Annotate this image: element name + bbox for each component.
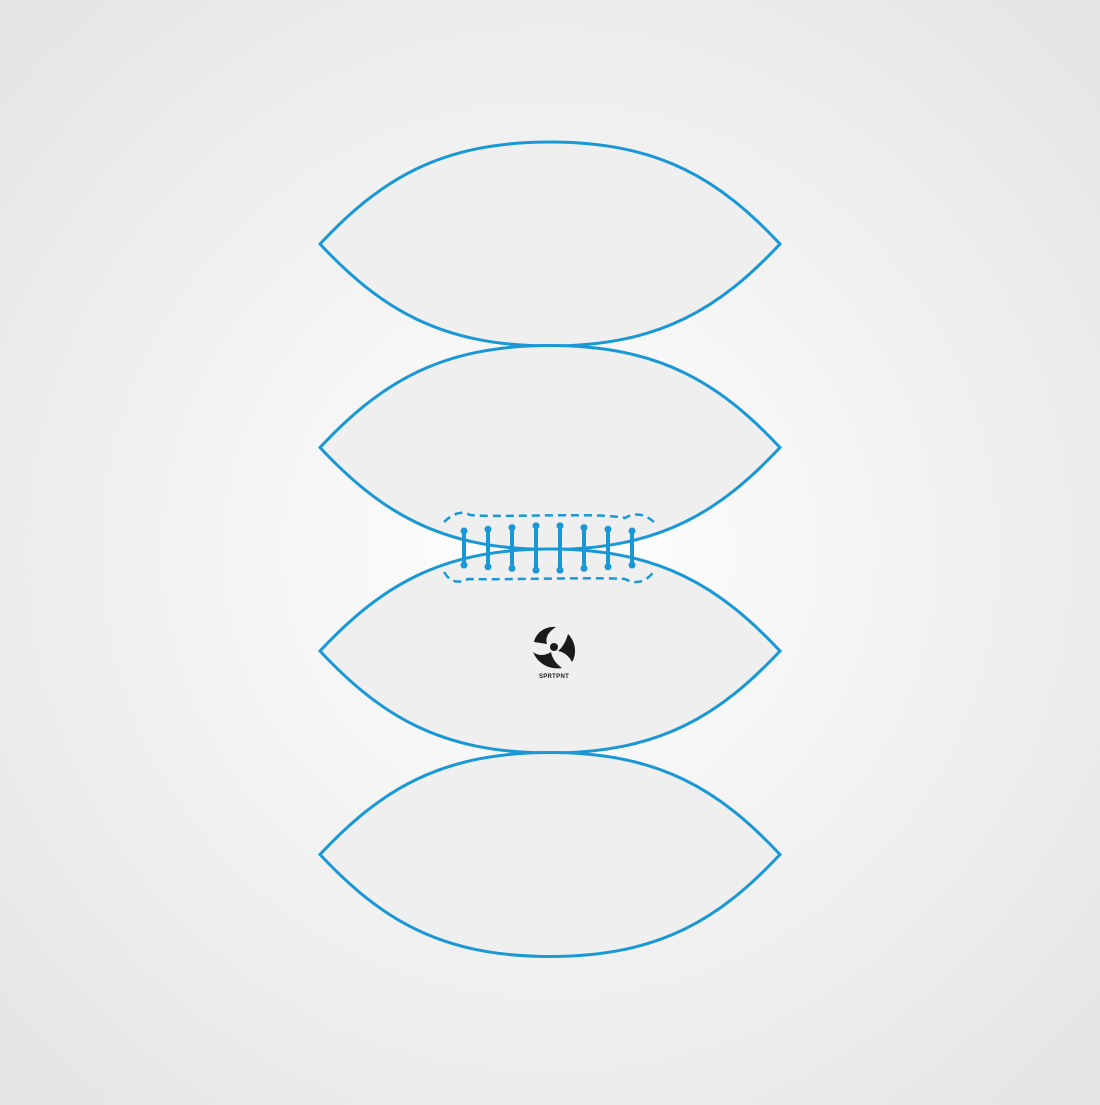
lace-end xyxy=(532,566,540,574)
lacing-group xyxy=(442,511,656,584)
lower-stitch-outline xyxy=(442,570,656,584)
lace-end xyxy=(628,527,636,535)
lace xyxy=(604,525,612,571)
lace xyxy=(556,522,564,574)
lace-end xyxy=(580,524,588,532)
lace-end xyxy=(556,566,564,574)
lace-end xyxy=(484,525,492,533)
logo-wordmark: SPRTPNT xyxy=(539,674,569,680)
sprtpnt-logo: SPRTPNT xyxy=(532,626,576,680)
football-panel xyxy=(317,343,783,552)
laces xyxy=(460,522,636,574)
lace-end xyxy=(532,522,540,530)
lace-end xyxy=(628,561,636,569)
lace-end xyxy=(604,525,612,533)
lace-end xyxy=(508,564,516,572)
lace-end xyxy=(460,561,468,569)
lace xyxy=(460,527,468,569)
lace xyxy=(532,522,540,574)
lace-end xyxy=(460,527,468,535)
panels-group xyxy=(317,140,783,959)
lace-end xyxy=(508,524,516,532)
sprtpnt-swirl-logo-icon xyxy=(532,626,576,670)
lace xyxy=(508,524,516,572)
upper-stitch-outline xyxy=(443,511,655,523)
lace xyxy=(580,524,588,572)
lace-end xyxy=(484,563,492,571)
lace xyxy=(484,525,492,571)
lace-end xyxy=(556,522,564,530)
lace-end xyxy=(604,563,612,571)
football-panel xyxy=(317,140,783,348)
lace xyxy=(628,527,636,569)
football-panel xyxy=(317,750,783,959)
lace-end xyxy=(580,564,588,572)
